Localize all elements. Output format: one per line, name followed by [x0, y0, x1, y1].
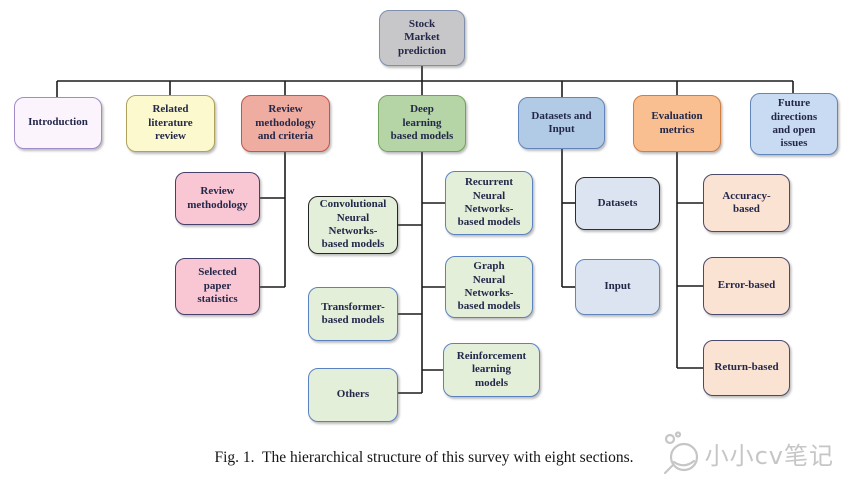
node-related-literature-review: Related literature review: [126, 95, 215, 152]
node-label: Convolutional Neural Networks- based mod…: [319, 198, 387, 251]
node-label: Evaluation metrics: [651, 110, 703, 136]
watermark-text: 小小cv笔记: [704, 441, 834, 470]
node-introduction: Introduction: [14, 97, 102, 149]
node-datasets: Datasets: [575, 177, 660, 230]
node-label: Review methodology and criteria: [255, 103, 316, 143]
node-label: Reinforcement learning models: [456, 349, 527, 389]
node-evaluation-metrics: Evaluation metrics: [633, 95, 721, 152]
megaphone-icon: [663, 431, 698, 475]
node-label: Input: [604, 280, 631, 293]
node-label: Future directions and open issues: [770, 97, 818, 150]
node-label: Selected paper statistics: [197, 266, 238, 306]
node-reinforcement-learning-models: Reinforcement learning models: [443, 343, 540, 397]
watermark: 小小cv笔记: [660, 430, 834, 476]
node-convolutional-neural-networks-based-models: Convolutional Neural Networks- based mod…: [308, 196, 398, 254]
node-return-based: Return-based: [703, 340, 790, 396]
node-others: Others: [308, 368, 398, 422]
node-error-based: Error-based: [703, 257, 790, 315]
node-review-methodology-and-criteria: Review methodology and criteria: [241, 95, 330, 152]
node-graph-neural-networks-based-models: Graph Neural Networks- based models: [445, 256, 533, 318]
node-label: Stock Market prediction: [397, 17, 447, 57]
node-label: Graph Neural Networks- based models: [457, 260, 521, 313]
node-future-directions-and-open-issues: Future directions and open issues: [750, 93, 838, 155]
node-label: Recurrent Neural Networks- based models: [457, 176, 521, 229]
node-label: Datasets and Input: [531, 109, 592, 135]
node-label: Introduction: [28, 116, 88, 129]
node-transformer-based-models: Transformer- based models: [308, 287, 398, 341]
node-label: Related literature review: [148, 103, 193, 143]
node-label: Review methodology: [187, 185, 248, 211]
node-recurrent-neural-networks-based-models: Recurrent Neural Networks- based models: [445, 171, 533, 235]
node-selected-paper-statistics: Selected paper statistics: [175, 258, 260, 315]
node-label: Error-based: [717, 279, 776, 292]
node-label: Transformer- based models: [321, 300, 385, 326]
node-datasets-and-input: Datasets and Input: [518, 97, 605, 149]
node-label: Accuracy- based: [722, 189, 771, 215]
node-review-methodology: Review methodology: [175, 172, 260, 225]
node-stock-market-prediction: Stock Market prediction: [379, 10, 465, 66]
figure-caption: Fig. 1. The hierarchical structure of th…: [214, 449, 634, 466]
node-input: Input: [575, 259, 660, 315]
node-accuracy-based: Accuracy- based: [703, 174, 790, 232]
node-label: Return-based: [714, 361, 779, 374]
node-label: Others: [336, 388, 370, 401]
node-label: Datasets: [597, 196, 638, 209]
node-deep-learning-based-models: Deep learning based models: [378, 95, 466, 152]
node-label: Deep learning based models: [390, 103, 454, 143]
